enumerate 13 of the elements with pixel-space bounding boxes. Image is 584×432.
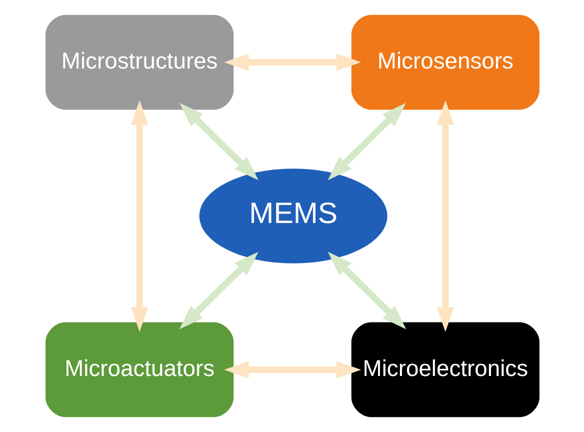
node-box: Microstructures	[45, 14, 234, 110]
node-box: Microsensors	[350, 14, 539, 110]
arrow	[436, 100, 454, 332]
node-box: Microelectronics	[350, 322, 539, 418]
arrow	[327, 252, 406, 330]
arrow	[224, 361, 361, 378]
node-ellipse: MEMS	[198, 168, 387, 264]
arrow	[178, 102, 258, 180]
arrow	[327, 102, 406, 180]
node-box: Microactuators	[45, 322, 234, 418]
arrow	[130, 100, 148, 332]
arrow	[224, 54, 361, 71]
arrow	[178, 252, 258, 330]
